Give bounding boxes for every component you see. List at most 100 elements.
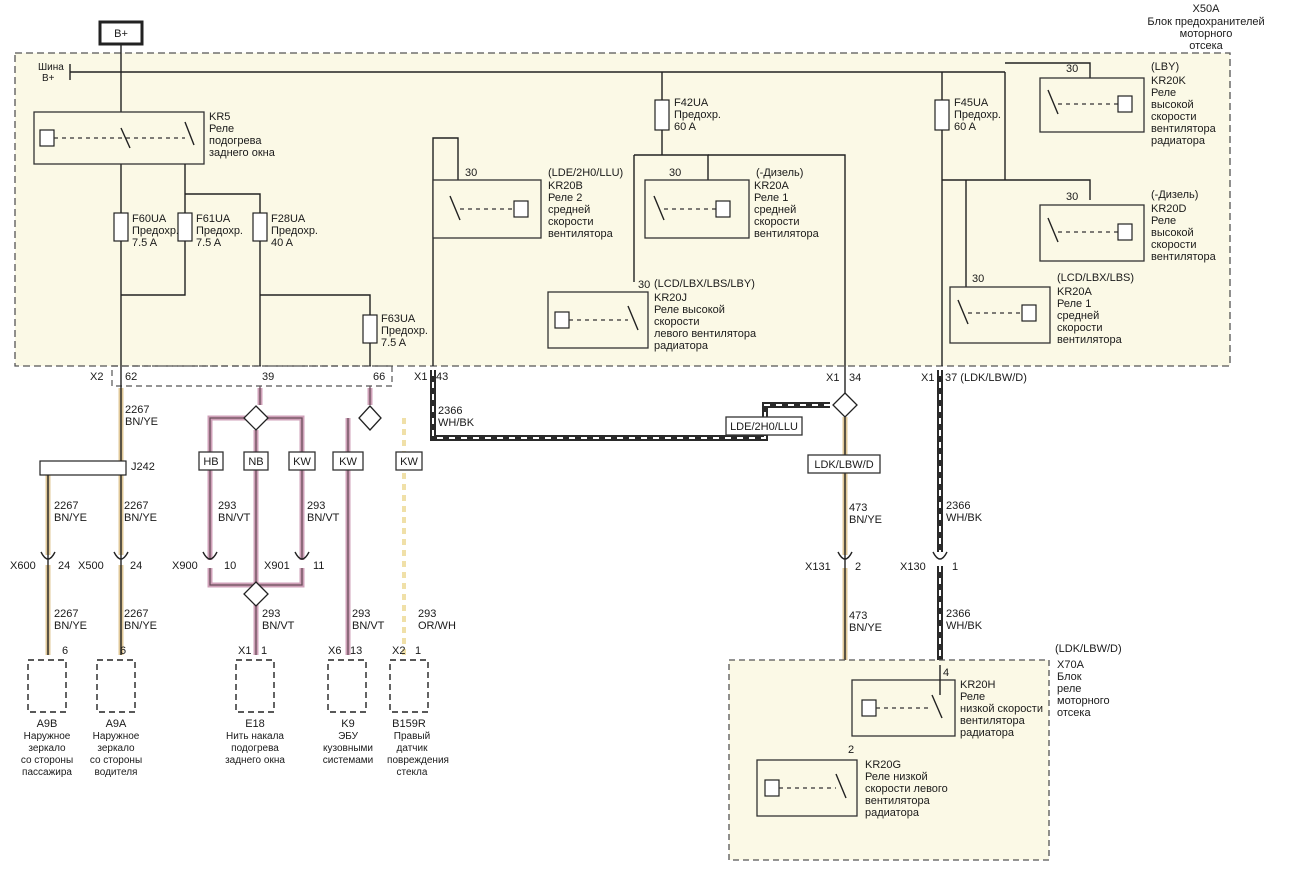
x50a-title: X50A Блок предохранителей моторного отсе… bbox=[1147, 3, 1264, 52]
svg-text:2366: 2366 bbox=[946, 500, 970, 512]
svg-text:B+: B+ bbox=[42, 73, 55, 84]
svg-text:(LBY): (LBY) bbox=[1151, 61, 1179, 73]
svg-text:BN/VT: BN/VT bbox=[352, 620, 385, 632]
kr20g-label: KR20G Реле низкой скорости левого вентил… bbox=[865, 759, 948, 819]
svg-text:7.5 A: 7.5 A bbox=[381, 337, 407, 349]
svg-text:радиатора: радиатора bbox=[865, 807, 920, 819]
x900-label: X900 bbox=[172, 560, 198, 572]
svg-text:датчик: датчик bbox=[397, 743, 429, 754]
svg-text:Предохр.: Предохр. bbox=[954, 109, 1001, 121]
w293-mid-label: 293 BN/VT bbox=[262, 608, 295, 632]
svg-text:2267: 2267 bbox=[54, 500, 78, 512]
svg-text:Наружное: Наружное bbox=[93, 731, 140, 742]
kr20k-coil bbox=[1117, 95, 1133, 113]
svg-text:отсека: отсека bbox=[1057, 707, 1091, 719]
svg-text:Нить накала: Нить накала bbox=[226, 731, 284, 742]
svg-text:повреждения: повреждения bbox=[387, 755, 449, 766]
svg-text:60 A: 60 A bbox=[674, 121, 697, 133]
svg-text:Реле: Реле bbox=[209, 123, 234, 135]
x2-label: X2 bbox=[90, 371, 103, 383]
splice-diamond-a bbox=[243, 405, 269, 431]
kr5-coil bbox=[39, 129, 55, 147]
x70a-title: (LDK/LBW/D) X70A Блок реле моторного отс… bbox=[1055, 643, 1122, 719]
k9-pin: 13 bbox=[350, 645, 362, 657]
x131-symbol bbox=[837, 551, 853, 560]
x1-b-label: X1 bbox=[826, 372, 839, 384]
tag-nb bbox=[243, 451, 269, 471]
wh-bk-wire-left bbox=[430, 370, 830, 441]
svg-text:моторного: моторного bbox=[1057, 695, 1110, 707]
svg-text:скорости: скорости bbox=[654, 316, 699, 328]
svg-text:2267: 2267 bbox=[54, 608, 78, 620]
svg-text:BN/VT: BN/VT bbox=[262, 620, 295, 632]
svg-text:KR20B: KR20B bbox=[548, 180, 583, 192]
w293-l-label: 293 BN/VT bbox=[218, 500, 251, 524]
f60ua-fuse bbox=[113, 212, 129, 242]
kr20j-label: (LCD/LBX/LBS/LBY) KR20J Реле высокой ско… bbox=[654, 278, 757, 352]
w2267-bl-label: 2267 BN/YE bbox=[54, 608, 87, 632]
kr20g-coil bbox=[764, 779, 780, 797]
svg-text:Реле: Реле bbox=[1151, 87, 1176, 99]
e18-conn: X1 bbox=[238, 645, 251, 657]
svg-text:BN/YE: BN/YE bbox=[54, 620, 87, 632]
w293-orwh-label: 293 OR/WH bbox=[418, 608, 456, 632]
svg-text:(LCD/LBX/LBS/LBY): (LCD/LBX/LBS/LBY) bbox=[654, 278, 755, 290]
svg-text:вентилятора: вентилятора bbox=[1151, 251, 1217, 263]
svg-text:293: 293 bbox=[307, 500, 325, 512]
svg-text:BN/YE: BN/YE bbox=[125, 416, 158, 428]
svg-text:Наружное: Наружное bbox=[24, 731, 71, 742]
tag-nb-label: NB bbox=[248, 456, 263, 468]
tag-hb-label: HB bbox=[203, 456, 218, 468]
w2366-left-label: 2366 WH/BK bbox=[438, 405, 475, 429]
kr20h-coil bbox=[861, 699, 877, 717]
svg-text:X50A: X50A bbox=[1193, 3, 1221, 15]
tag-kw-2 bbox=[332, 451, 364, 471]
kr20a-right-switch bbox=[957, 299, 969, 325]
b159r-conn: X2 bbox=[392, 645, 405, 657]
svg-text:BN/YE: BN/YE bbox=[849, 514, 882, 526]
svg-text:293: 293 bbox=[218, 500, 236, 512]
bus-bplus-label: Шина B+ bbox=[38, 62, 64, 84]
svg-text:K9: K9 bbox=[341, 718, 354, 730]
splice-diamond-b bbox=[358, 405, 382, 431]
tag-kw-3 bbox=[395, 451, 423, 471]
svg-text:заднего окна: заднего окна bbox=[209, 147, 276, 159]
x131-label: X131 bbox=[805, 561, 831, 573]
svg-text:радиатора: радиатора bbox=[1151, 135, 1206, 147]
svg-text:вентилятора: вентилятора bbox=[548, 228, 614, 240]
kr20k-pin: 30 bbox=[1066, 63, 1078, 75]
x130-label: X130 bbox=[900, 561, 926, 573]
svg-text:60 A: 60 A bbox=[954, 121, 977, 133]
svg-text:скорости левого: скорости левого bbox=[865, 783, 948, 795]
svg-text:Предохр.: Предохр. bbox=[381, 325, 428, 337]
svg-text:BN/YE: BN/YE bbox=[54, 512, 87, 524]
svg-text:KR20D: KR20D bbox=[1151, 203, 1187, 215]
x1-pin-34: 34 bbox=[849, 372, 861, 384]
svg-text:Реле: Реле bbox=[1151, 215, 1176, 227]
w293-k9-label: 293 BN/VT bbox=[352, 608, 385, 632]
svg-text:7.5 A: 7.5 A bbox=[196, 237, 222, 249]
kr20a-right-pin: 30 bbox=[972, 273, 984, 285]
svg-text:ЭБУ: ЭБУ bbox=[338, 731, 359, 742]
svg-text:левого вентилятора: левого вентилятора bbox=[654, 328, 757, 340]
kr20j-pin: 30 bbox=[638, 279, 650, 291]
svg-text:B159R: B159R bbox=[392, 718, 426, 730]
svg-text:WH/BK: WH/BK bbox=[946, 512, 983, 524]
svg-text:скорости: скорости bbox=[1057, 322, 1102, 334]
f28ua-fuse bbox=[252, 212, 268, 242]
svg-text:40 A: 40 A bbox=[271, 237, 294, 249]
a9a-component bbox=[96, 659, 136, 713]
x130-symbol bbox=[932, 551, 948, 560]
svg-text:KR20G: KR20G bbox=[865, 759, 901, 771]
svg-text:Блок: Блок bbox=[1057, 671, 1082, 683]
x1-a-label: X1 bbox=[414, 371, 427, 383]
svg-text:X70A: X70A bbox=[1057, 659, 1085, 671]
tag-kw-1-label: KW bbox=[293, 456, 311, 468]
svg-text:WH/BK: WH/BK bbox=[438, 417, 475, 429]
f45ua-label: F45UA Предохр. 60 A bbox=[954, 97, 1001, 133]
f42ua-fuse bbox=[654, 99, 670, 131]
svg-text:радиатора: радиатора bbox=[654, 340, 709, 352]
w2267-r-label: 2267 BN/YE bbox=[124, 500, 157, 524]
svg-text:Реле: Реле bbox=[960, 691, 985, 703]
splice-diamond-d bbox=[832, 392, 858, 418]
